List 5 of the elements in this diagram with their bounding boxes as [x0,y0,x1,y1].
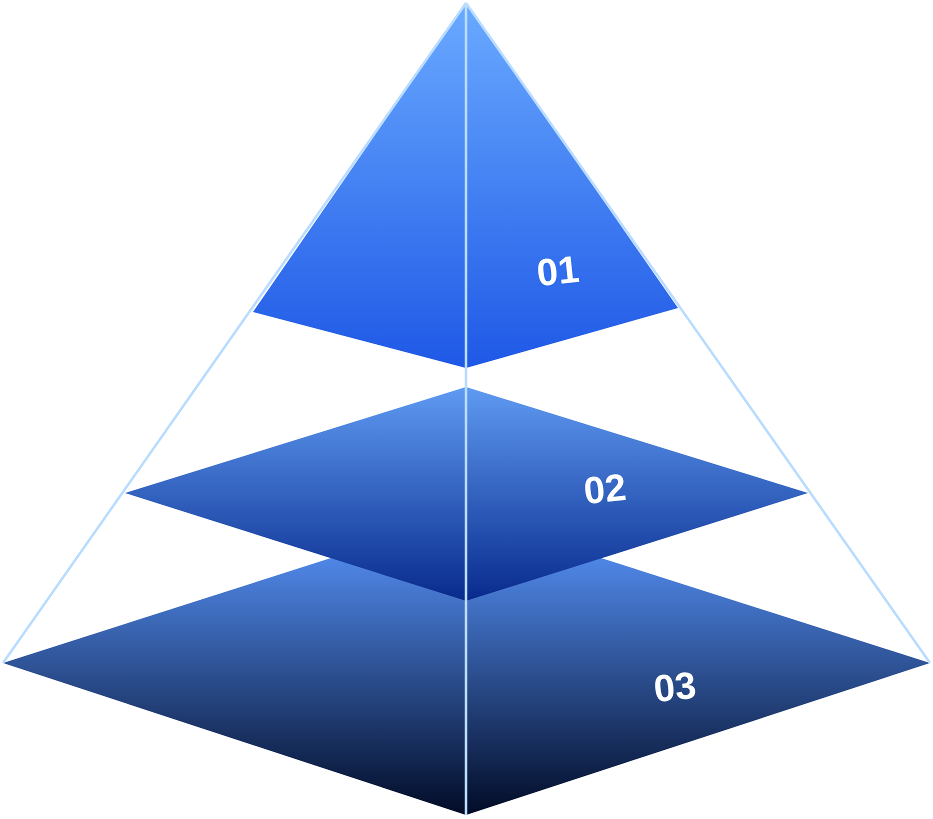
pyramid-tier [125,387,808,601]
pyramid-tier [3,558,930,815]
tier-number: 03 [652,666,698,710]
tier-number: 02 [582,468,628,512]
tier-number: 01 [535,250,581,294]
